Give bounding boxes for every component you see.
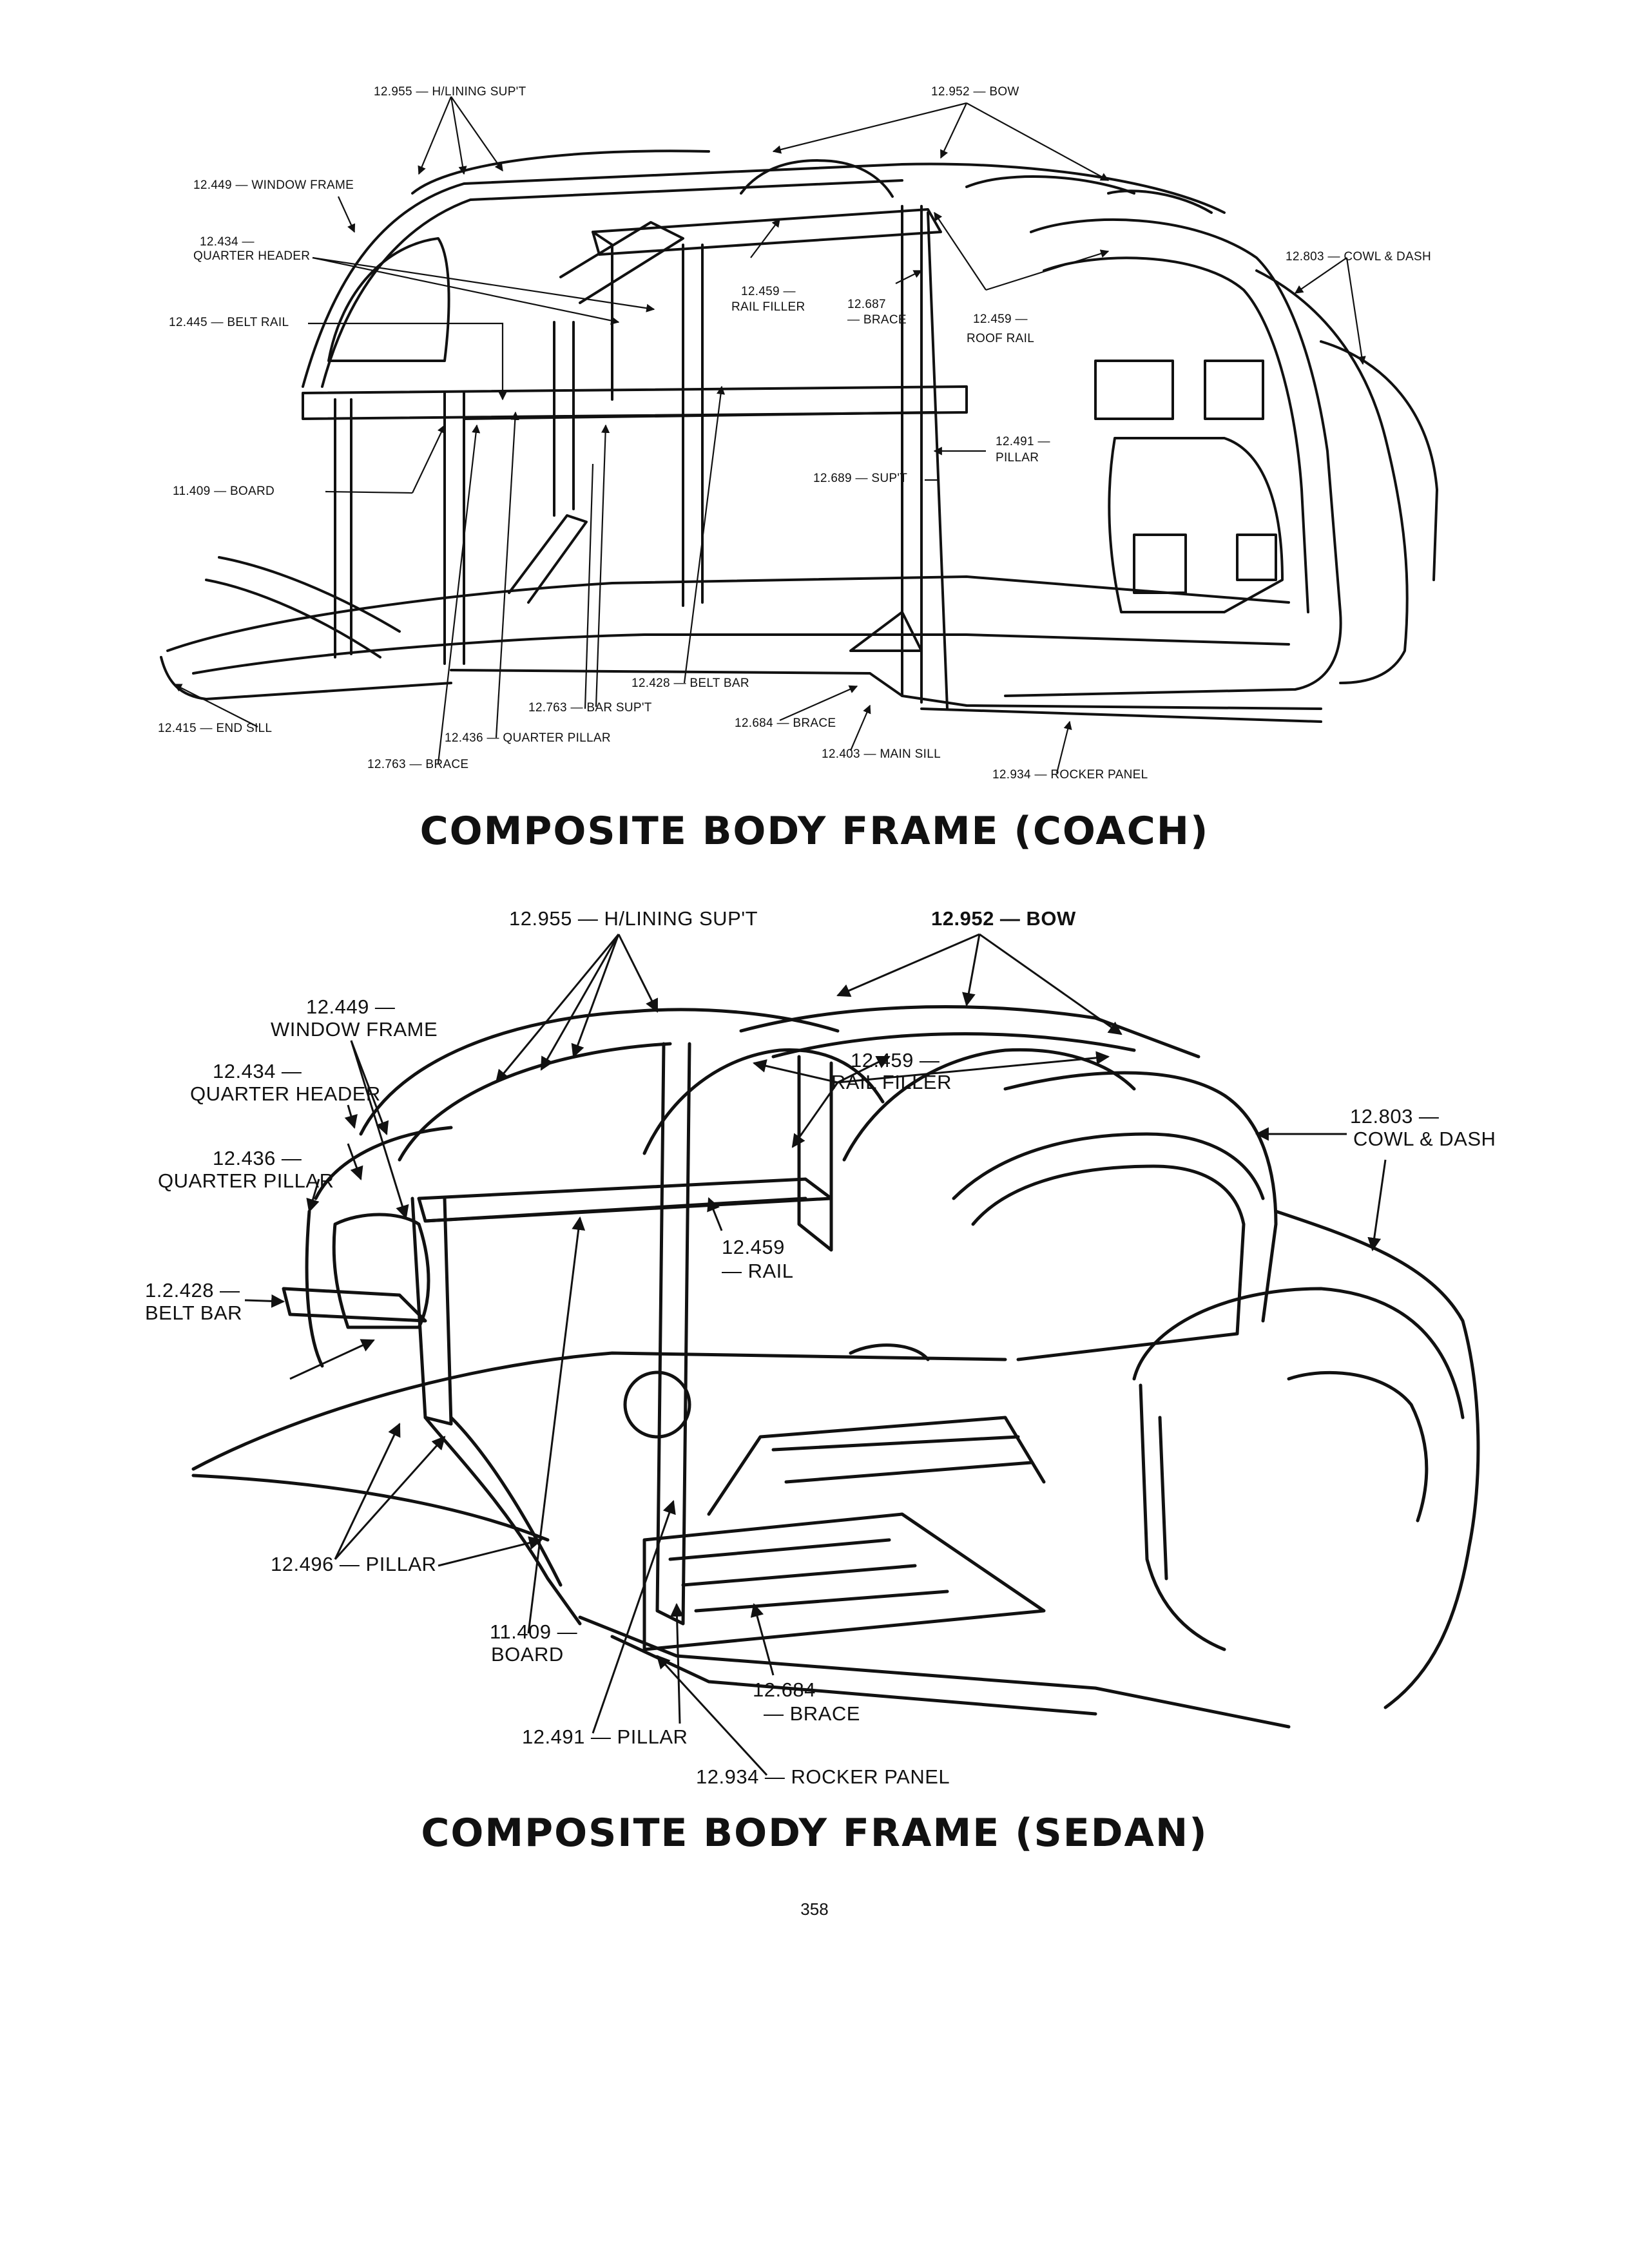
label-roof-rail-name: ROOF RAIL — [967, 332, 1035, 345]
label-quarter-header-num: 12.434 — — [213, 1060, 302, 1082]
label-support-689: 12.689 — SUP'T — [813, 472, 908, 485]
label-quarter-pillar-num: 12.436 — — [213, 1147, 302, 1169]
label-pillar-491-name: PILLAR — [996, 451, 1039, 465]
label-brace-684-name: — BRACE — [764, 1702, 860, 1725]
label-board: 11.409 — BOARD — [173, 485, 275, 498]
sedan-title: COMPOSITE BODY FRAME (SEDAN) — [421, 1811, 1208, 1856]
label-belt-bar: 12.428 — BELT BAR — [631, 677, 749, 690]
sedan-illustration — [191, 1005, 1480, 1729]
label-belt-bar-name: BELT BAR — [145, 1302, 243, 1324]
label-cowl-dash-num: 12.803 — — [1350, 1105, 1440, 1128]
label-quarter-pillar: 12.436 — QUARTER PILLAR — [445, 731, 611, 745]
label-brace-687-num: 12.687 — [847, 298, 886, 311]
label-rail-num: 12.459 — [722, 1236, 785, 1258]
label-rail-name: — RAIL — [722, 1260, 794, 1282]
label-quarter-header-name: QUARTER HEADER — [190, 1082, 381, 1105]
label-quarter-header-name: QUARTER HEADER — [193, 249, 311, 263]
label-pillar-496: 12.496 — PILLAR — [271, 1553, 437, 1575]
label-pillar-491: 12.491 — PILLAR — [522, 1725, 688, 1748]
label-rocker-panel: 12.934 — ROCKER PANEL — [992, 768, 1148, 782]
label-brace-763: 12.763 — BRACE — [367, 758, 469, 771]
label-lining-support: 12.955 — H/LINING SUP'T — [509, 907, 758, 930]
label-end-sill: 12.415 — END SILL — [158, 722, 273, 735]
label-cowl-dash-name: COWL & DASH — [1353, 1128, 1496, 1150]
coach-illustration — [160, 149, 1438, 723]
label-window-frame-name: WINDOW FRAME — [271, 1018, 438, 1041]
label-main-sill: 12.403 — MAIN SILL — [822, 747, 941, 761]
label-rocker-panel: 12.934 — ROCKER PANEL — [696, 1765, 950, 1788]
label-bar-support: 12.763 — BAR SUP'T — [528, 701, 652, 715]
label-belt-rail: 12.445 — BELT RAIL — [169, 316, 289, 329]
label-bow: 12.952 — BOW — [931, 85, 1019, 99]
label-brace-687-name: — BRACE — [847, 313, 907, 327]
label-bow: 12.952 — BOW — [931, 907, 1076, 930]
label-quarter-header-num: 12.434 — — [200, 235, 255, 249]
label-rail-filler-name: RAIL FILLER — [831, 1071, 952, 1093]
label-belt-bar-num: 1.2.428 — — [145, 1279, 240, 1302]
label-board-num: 11.409 — — [490, 1620, 578, 1643]
label-brace-684-num: 12.684 — [753, 1678, 816, 1701]
label-window-frame-num: 12.449 — — [306, 995, 396, 1018]
coach-leader-lines — [173, 96, 1366, 774]
label-pillar-491-num: 12.491 — — [996, 435, 1050, 448]
label-brace-684: 12.684 — BRACE — [735, 716, 836, 730]
label-rail-filler-name: RAIL FILLER — [731, 300, 805, 314]
label-window-frame: 12.449 — WINDOW FRAME — [193, 178, 354, 192]
coach-title: COMPOSITE BODY FRAME (COACH) — [419, 809, 1210, 854]
label-rail-filler-num: 12.459 — — [851, 1049, 940, 1072]
label-cowl-dash: 12.803 — COWL & DASH — [1286, 250, 1431, 264]
label-board-name: BOARD — [491, 1643, 564, 1666]
label-lining-support: 12.955 — H/LINING SUP'T — [374, 85, 526, 99]
label-rail-filler-num: 12.459 — — [741, 285, 796, 298]
sedan-leader-lines — [244, 933, 1387, 1776]
label-quarter-pillar-name: QUARTER PILLAR — [158, 1169, 334, 1192]
page-number: 358 — [800, 1899, 829, 1919]
label-roof-rail-num: 12.459 — — [973, 312, 1028, 326]
